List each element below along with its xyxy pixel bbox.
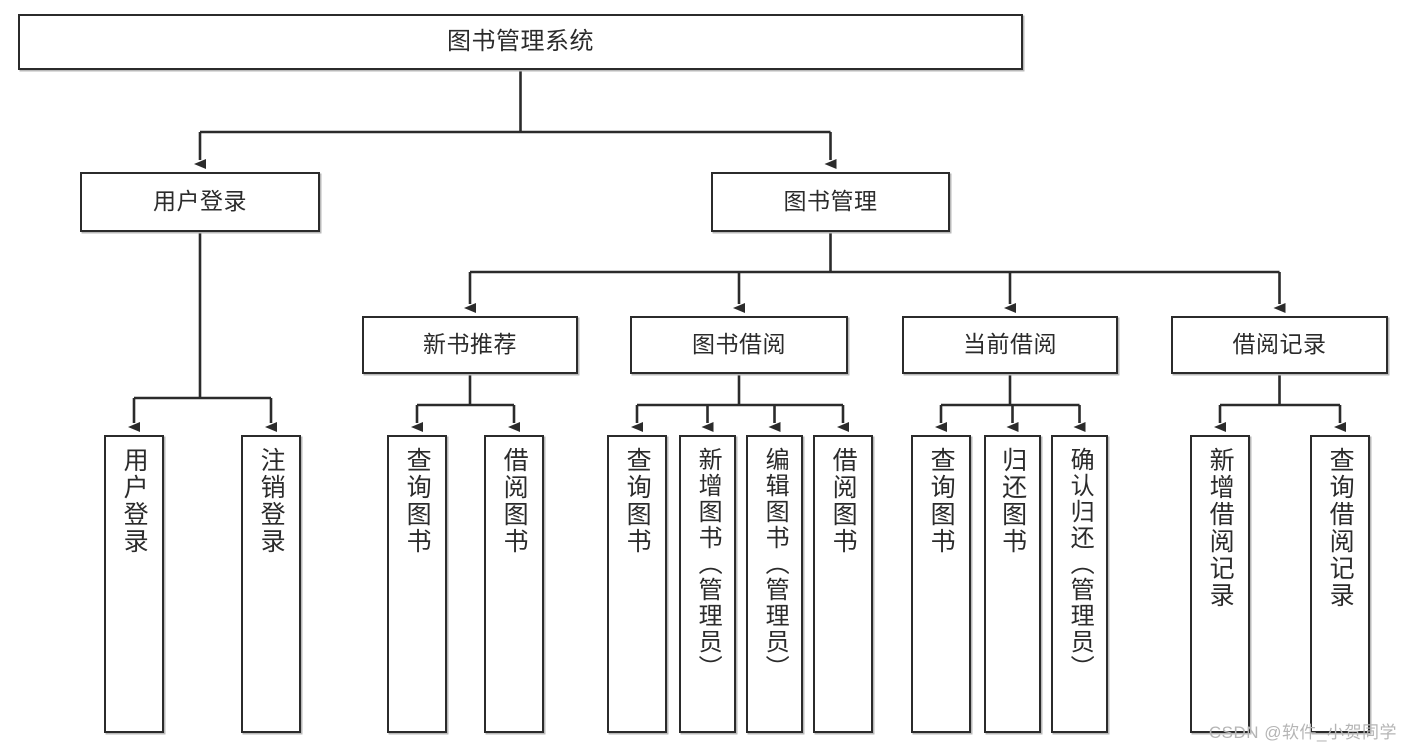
node-leaf-query-book-2[interactable]: 查询图书 [607, 435, 667, 733]
node-book-borrow-label: 图书借阅 [692, 331, 786, 358]
node-leaf-borrow-book-2[interactable]: 借阅图书 [813, 435, 873, 733]
node-leaf-user-login-label: 用户登录 [120, 447, 149, 555]
node-leaf-confirm-return-admin-label: 确认归还（管理员） [1066, 447, 1094, 681]
node-leaf-borrow-book-2-label: 借阅图书 [829, 447, 858, 555]
node-leaf-add-borrow-record[interactable]: 新增借阅记录 [1190, 435, 1250, 733]
node-book-manage-label: 图书管理 [783, 188, 878, 215]
node-current-borrow[interactable]: 当前借阅 [902, 316, 1118, 374]
node-leaf-confirm-return-admin[interactable]: 确认归还（管理员） [1051, 435, 1108, 733]
node-leaf-query-book-2-label: 查询图书 [623, 447, 652, 555]
node-leaf-return-book-label: 归还图书 [998, 447, 1027, 555]
node-leaf-logout-login[interactable]: 注销登录 [241, 435, 301, 733]
node-user-login[interactable]: 用户登录 [80, 172, 320, 232]
node-leaf-query-book-3-label: 查询图书 [927, 447, 956, 555]
node-root-label: 图书管理系统 [447, 27, 594, 55]
node-leaf-add-book-admin-label: 新增图书（管理员） [694, 447, 722, 681]
node-leaf-borrow-book-1[interactable]: 借阅图书 [484, 435, 544, 733]
node-leaf-edit-book-admin-label: 编辑图书（管理员） [761, 447, 789, 681]
node-user-login-label: 用户登录 [153, 188, 247, 215]
node-borrow-record[interactable]: 借阅记录 [1171, 316, 1388, 374]
node-leaf-query-book-1[interactable]: 查询图书 [387, 435, 447, 733]
node-borrow-record-label: 借阅记录 [1232, 331, 1327, 358]
node-leaf-edit-book-admin[interactable]: 编辑图书（管理员） [746, 435, 803, 733]
node-leaf-query-borrow-record[interactable]: 查询借阅记录 [1310, 435, 1370, 733]
node-leaf-add-borrow-record-label: 新增借阅记录 [1206, 447, 1235, 609]
node-leaf-logout-login-label: 注销登录 [257, 447, 286, 555]
node-leaf-borrow-book-1-label: 借阅图书 [500, 447, 529, 555]
node-leaf-query-book-1-label: 查询图书 [403, 447, 432, 555]
node-new-book-recommend[interactable]: 新书推荐 [362, 316, 578, 374]
csdn-watermark: CSDN @软件_小贺同学 [1208, 723, 1397, 742]
node-book-manage[interactable]: 图书管理 [711, 172, 950, 232]
node-leaf-query-book-3[interactable]: 查询图书 [911, 435, 971, 733]
node-leaf-query-borrow-record-label: 查询借阅记录 [1326, 447, 1355, 609]
node-root[interactable]: 图书管理系统 [18, 14, 1023, 70]
node-book-borrow[interactable]: 图书借阅 [630, 316, 848, 374]
node-leaf-add-book-admin[interactable]: 新增图书（管理员） [679, 435, 736, 733]
node-current-borrow-label: 当前借阅 [963, 331, 1057, 358]
node-leaf-return-book[interactable]: 归还图书 [984, 435, 1041, 733]
node-new-book-recommend-label: 新书推荐 [423, 331, 517, 358]
node-leaf-user-login[interactable]: 用户登录 [104, 435, 164, 733]
